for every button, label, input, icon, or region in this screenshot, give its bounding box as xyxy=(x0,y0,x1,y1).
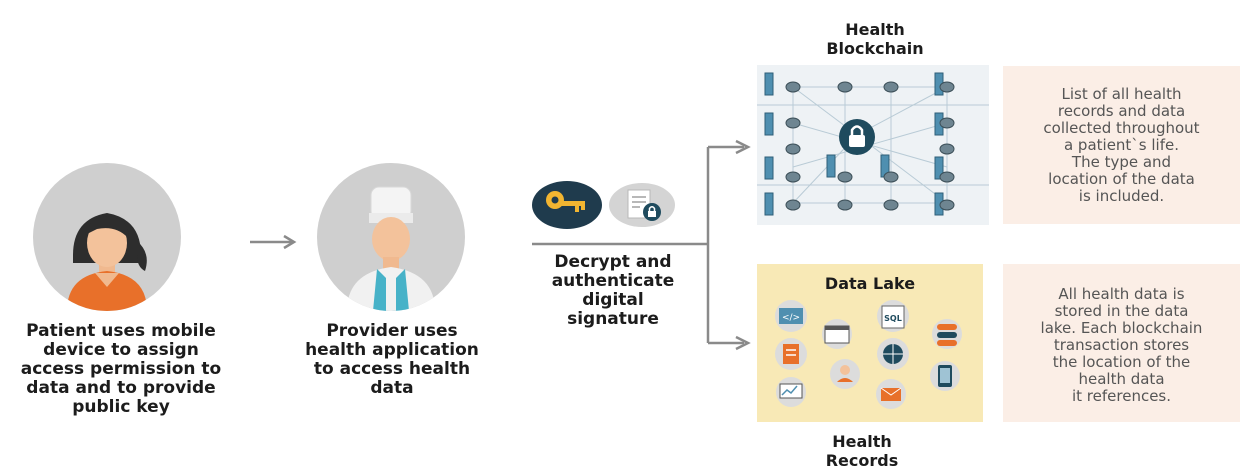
browser-window-icon xyxy=(822,319,852,349)
blockchain-network-graphic xyxy=(757,72,989,216)
decrypt-caption: Decrypt and authenticate digital signatu… xyxy=(551,252,675,329)
data-lake-title: Data Lake xyxy=(824,274,916,293)
user-profile-icon xyxy=(830,359,860,389)
sql-database-icon: SQL xyxy=(877,300,909,332)
blockchain-note: List of all health records and data coll… xyxy=(1003,66,1240,224)
signed-document-icon xyxy=(609,183,675,227)
sql-label: SQL xyxy=(884,314,902,323)
key-icon xyxy=(532,181,602,229)
tablet-icon xyxy=(930,361,960,391)
blockchain-title: Health Blockchain xyxy=(826,20,924,58)
provider-caption: Provider uses health application to acce… xyxy=(305,321,479,398)
provider-avatar xyxy=(317,163,465,311)
data-lake-box: Data Lake </> SQL xyxy=(757,264,983,422)
storage-stack-icon xyxy=(932,319,962,349)
code-icon-label: </> xyxy=(782,313,800,323)
globe-icon xyxy=(877,338,909,370)
doctor-icon xyxy=(347,186,435,311)
blockchain-network xyxy=(757,65,989,225)
patient-caption: Patient uses mobile device to assign acc… xyxy=(20,321,222,417)
email-icon xyxy=(876,379,906,409)
patient-avatar xyxy=(33,163,181,311)
patient-icon xyxy=(67,213,147,311)
data-lake-note: All health data is stored in the data la… xyxy=(1003,264,1240,422)
code-icon: </> xyxy=(775,300,807,332)
health-records-title: Health Records xyxy=(825,432,899,470)
monitor-chart-icon xyxy=(776,377,806,407)
document-icon xyxy=(775,338,807,370)
connector-lines xyxy=(532,139,751,351)
data-lake-icons: </> SQL xyxy=(775,300,962,409)
arrow-patient-to-provider xyxy=(250,234,297,250)
